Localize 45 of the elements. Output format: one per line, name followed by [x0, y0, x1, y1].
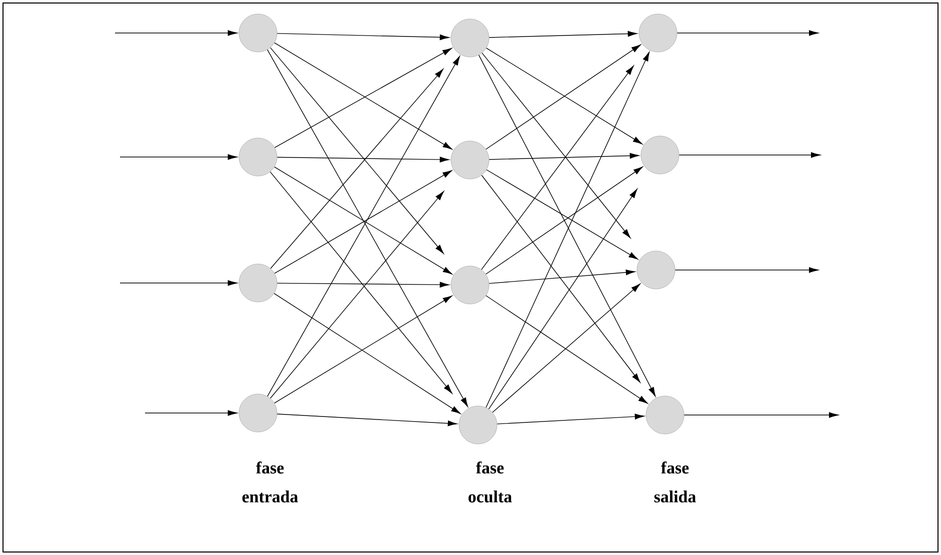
arrow: [684, 412, 838, 418]
arrow: [488, 270, 636, 284]
neuron-circle: [238, 14, 278, 52]
neuron-circle: [640, 136, 680, 174]
arrow: [274, 293, 461, 414]
arrow: [678, 152, 820, 158]
arrow: [270, 68, 444, 269]
arrow: [481, 66, 634, 270]
arrow: [144, 410, 238, 416]
neuron-circle: [238, 138, 278, 176]
neuron-circle: [450, 140, 490, 180]
neuron-circle: [238, 264, 278, 302]
neuron-circle: [636, 250, 676, 290]
arrow: [676, 30, 818, 36]
arrow: [276, 156, 450, 162]
neuron-circle: [238, 394, 278, 432]
neuron-circle: [450, 266, 490, 304]
arrow: [482, 52, 631, 238]
layer-label: fase oculta: [468, 461, 512, 502]
arrow: [270, 47, 444, 254]
arrow: [120, 154, 238, 160]
arrow: [114, 30, 238, 36]
arrow: [488, 152, 640, 160]
arrow: [674, 267, 818, 273]
arrow: [481, 174, 640, 383]
neuron-circle: [450, 18, 490, 58]
arrow: [274, 296, 452, 404]
arrow: [276, 33, 450, 40]
arrow: [276, 414, 458, 426]
arrow: [276, 282, 450, 288]
layer-label: fase salida: [654, 462, 696, 502]
arrow: [270, 171, 452, 394]
arrow: [486, 166, 643, 274]
arrow: [492, 284, 640, 413]
arrow: [486, 169, 638, 260]
arrow: [488, 188, 638, 410]
arrow: [270, 191, 444, 399]
neuron-circle: [646, 396, 684, 434]
arrow: [488, 30, 638, 38]
neuron-circle: [458, 406, 498, 444]
arrow: [486, 295, 648, 404]
arrow: [120, 280, 238, 286]
neuron-circle: [638, 14, 678, 52]
arrow: [496, 414, 644, 424]
layer-label: fase entrada: [242, 462, 298, 502]
